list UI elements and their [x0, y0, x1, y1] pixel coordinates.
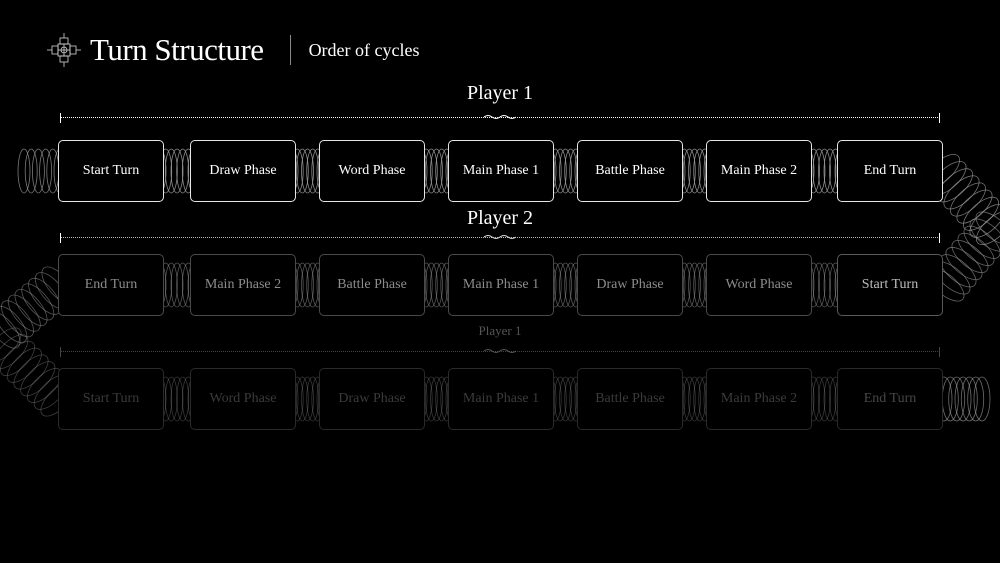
- phase-box: Main Phase 2: [706, 140, 812, 202]
- ornament-cross-icon: [47, 33, 81, 67]
- phase-box: End Turn: [837, 368, 943, 430]
- header: Turn Structure Order of cycles: [46, 28, 420, 72]
- page-subtitle: Order of cycles: [308, 39, 420, 60]
- phase-box: Start Turn: [837, 254, 943, 316]
- row-label-player-2: Player 2: [466, 207, 534, 229]
- row-label-player-1: Player 1: [466, 82, 534, 104]
- phase-box: Draw Phase: [190, 140, 296, 202]
- coil-spring: [935, 376, 991, 422]
- phase-box: Start Turn: [58, 368, 164, 430]
- phase-box: Start Turn: [58, 140, 164, 202]
- phase-box: Battle Phase: [577, 368, 683, 430]
- phase-box: Main Phase 2: [706, 368, 812, 430]
- title-divider: [289, 35, 291, 65]
- squiggle-icon: [484, 349, 516, 353]
- squiggle-icon: [484, 115, 516, 119]
- phase-box: Draw Phase: [319, 368, 425, 430]
- phase-box: Word Phase: [319, 140, 425, 202]
- page-title: Turn Structure: [90, 32, 264, 67]
- phase-box: Battle Phase: [577, 140, 683, 202]
- phase-box: Main Phase 1: [448, 140, 554, 202]
- phase-box: End Turn: [837, 140, 943, 202]
- row-label-player-1-repeat: Player 1: [478, 323, 522, 338]
- phase-box: Battle Phase: [319, 254, 425, 316]
- phase-box: Draw Phase: [577, 254, 683, 316]
- phase-box: Word Phase: [190, 368, 296, 430]
- phase-box: Main Phase 2: [190, 254, 296, 316]
- phase-box: End Turn: [58, 254, 164, 316]
- phase-box: Main Phase 1: [448, 254, 554, 316]
- squiggle-icon: [484, 235, 516, 239]
- phase-box: Word Phase: [706, 254, 812, 316]
- phase-box: Main Phase 1: [448, 368, 554, 430]
